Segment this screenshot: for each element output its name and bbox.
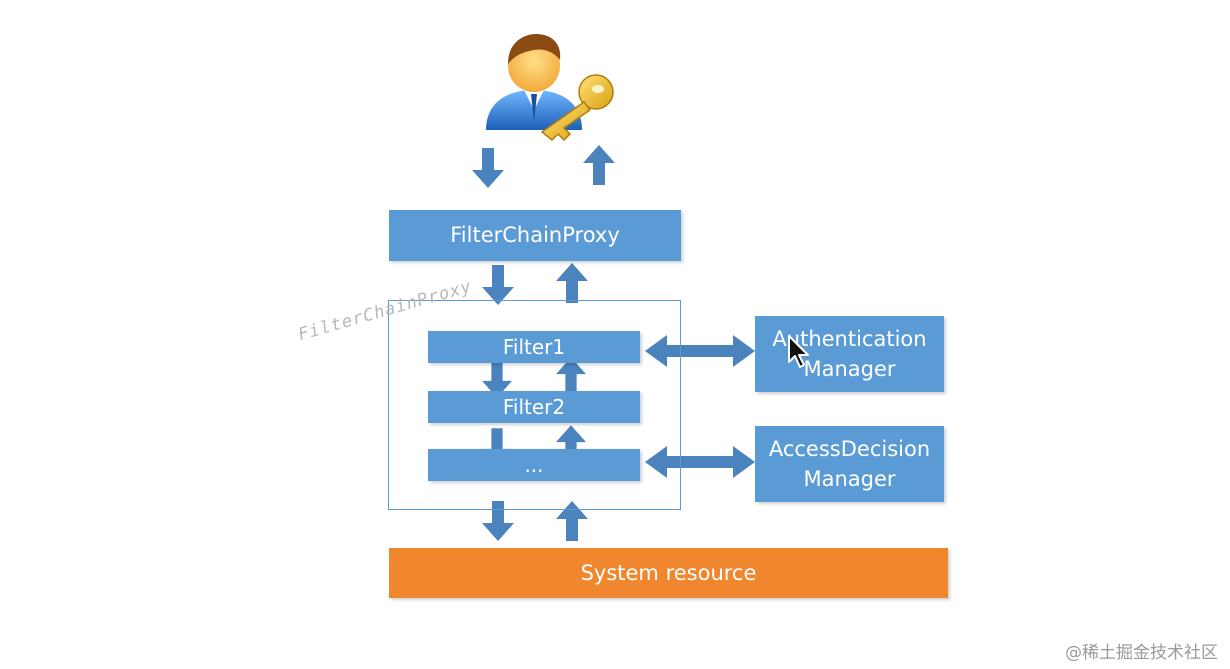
access-decision-manager-label-line1: AccessDecision	[768, 436, 931, 461]
mouse-cursor-icon	[788, 335, 809, 368]
access-decision-manager-label-line2: Manager	[803, 467, 896, 491]
filter2-label: Filter2	[502, 394, 566, 419]
filter2-box: Filter2	[428, 391, 640, 423]
filter-more-label: ...	[524, 452, 544, 477]
filter-chain-proxy-label: FilterChainProxy	[450, 223, 620, 248]
arrow-up-proxy-to-user	[583, 145, 615, 185]
system-resource-box: System resource	[389, 548, 948, 598]
filter-chain-container	[388, 300, 681, 510]
user-with-key-icon	[486, 34, 614, 142]
arrow-down-proxy-to-chain	[482, 265, 514, 305]
filter-more-box: ...	[428, 449, 640, 481]
arrow-up-chain-to-proxy	[556, 263, 588, 303]
filter1-label: Filter1	[502, 334, 566, 359]
system-resource-label: System resource	[580, 560, 757, 585]
authentication-manager-box: Authentication Manager	[755, 316, 944, 392]
access-decision-manager-box: AccessDecision Manager	[755, 426, 944, 502]
filter-chain-proxy-box: FilterChainProxy	[389, 210, 681, 261]
source-watermark: @稀土掘金技术社区	[1065, 643, 1218, 663]
arrow-down-user-to-proxy	[472, 148, 504, 188]
filter1-box: Filter1	[428, 331, 640, 363]
authentication-manager-label-line2: Manager	[803, 357, 896, 381]
